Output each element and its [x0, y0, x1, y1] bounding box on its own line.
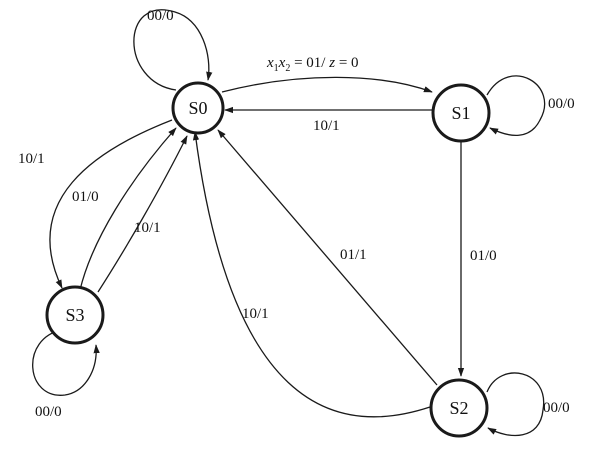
label-s3-self: 00/0 — [35, 404, 62, 420]
edge-s2-self — [486, 372, 545, 437]
state-s2[interactable]: S2 — [429, 378, 489, 438]
state-s2-label: S2 — [449, 398, 468, 418]
edge-s2-s0-outer — [192, 131, 431, 418]
label-s0-s1: x1x2 = 01/ z = 0 — [266, 55, 359, 74]
label-s0-self: 00/0 — [147, 8, 174, 24]
edge-s3-s0-left — [79, 127, 177, 291]
transitions — [32, 9, 546, 437]
state-s0-circle — [171, 81, 225, 135]
label-s3-s0-right: 10/1 — [134, 220, 161, 236]
states: S0 S1 S2 S3 — [45, 81, 491, 438]
edge-s3-self — [32, 329, 100, 396]
state-s1-label: S1 — [451, 103, 470, 123]
edge-s3-s0-right — [97, 135, 188, 293]
state-s0[interactable]: S0 — [171, 81, 225, 135]
state-s2-circle — [429, 378, 489, 438]
transition-labels: 00/0 x1x2 = 01/ z = 0 10/1 00/0 01/0 00/… — [18, 8, 575, 420]
state-s3-label: S3 — [65, 305, 84, 325]
label-s1-s2: 01/0 — [470, 248, 497, 264]
label-s2-s0-outer: 10/1 — [242, 306, 269, 322]
edge-s0-s3 — [49, 119, 173, 289]
state-s3-circle — [45, 285, 105, 345]
edge-s1-self — [486, 75, 546, 137]
edge-s0-self — [133, 9, 213, 91]
label-s2-s0-inner: 01/1 — [340, 247, 367, 263]
label-s0-s3: 10/1 — [18, 151, 45, 167]
edge-s0-s1 — [221, 76, 433, 93]
state-s1[interactable]: S1 — [431, 83, 491, 143]
state-s0-label: S0 — [188, 98, 207, 118]
label-s1-self: 00/0 — [548, 96, 575, 112]
label-s3-s0-left: 01/0 — [72, 189, 99, 205]
state-s1-circle — [431, 83, 491, 143]
label-s2-self: 00/0 — [543, 400, 570, 416]
label-s1-s0: 10/1 — [313, 118, 340, 134]
edge-s2-s0-inner — [217, 129, 438, 386]
state-s3[interactable]: S3 — [45, 285, 105, 345]
